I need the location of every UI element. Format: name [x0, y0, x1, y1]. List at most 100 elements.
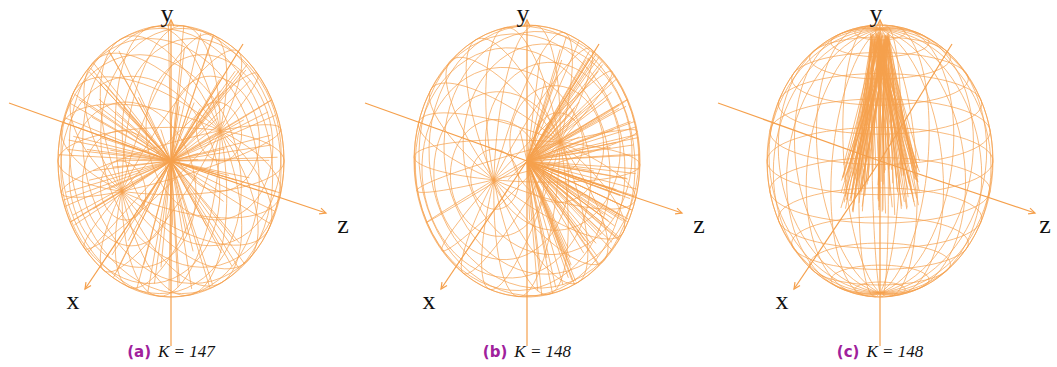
mesh-line	[171, 157, 278, 161]
axis-arrowhead	[794, 282, 800, 289]
mesh-line	[527, 57, 599, 161]
mesh-line	[880, 27, 954, 293]
axis-line	[441, 161, 527, 289]
mesh-line	[527, 161, 608, 221]
mesh-line	[527, 127, 635, 161]
mesh-line	[527, 99, 608, 161]
mesh-line	[527, 111, 581, 161]
axes	[718, 20, 1035, 346]
subfigure-tag: (a)	[127, 343, 151, 361]
mesh-line	[778, 28, 880, 292]
mesh-line	[527, 161, 612, 250]
parameter-value: K = 148	[514, 342, 571, 362]
axes	[365, 20, 682, 346]
mesh-line	[171, 161, 280, 193]
mesh-line	[70, 104, 171, 161]
mesh-line	[171, 161, 232, 266]
mesh-line	[885, 44, 913, 196]
mesh-line	[527, 161, 619, 239]
mesh-line	[527, 161, 628, 222]
mesh-line	[171, 145, 271, 161]
axis-label: y	[870, 1, 883, 27]
mesh-line	[527, 37, 566, 161]
mesh-line	[527, 41, 579, 161]
mesh-line	[88, 161, 171, 253]
axis-line	[527, 44, 599, 161]
mesh-line	[767, 29, 880, 293]
axis-arrowhead	[675, 208, 682, 214]
mesh-line	[527, 121, 631, 161]
subfigure-caption: (b)K = 148	[483, 342, 571, 362]
mesh-line	[844, 42, 875, 165]
mesh-line	[171, 161, 210, 288]
mesh-line	[171, 161, 235, 241]
mesh-line	[148, 161, 171, 292]
axis-label: y	[517, 1, 530, 27]
axis-line	[526, 20, 527, 346]
mesh-line	[97, 105, 171, 161]
mesh-line	[880, 29, 982, 293]
mesh-line	[769, 29, 880, 293]
axes	[9, 20, 326, 346]
axis-arrowhead	[1028, 208, 1035, 214]
mesh-line	[114, 161, 171, 277]
axis-line	[9, 103, 171, 161]
mesh-line	[527, 161, 591, 244]
mesh-line	[527, 104, 619, 161]
mesh-line	[171, 36, 214, 161]
axis-arrowhead	[85, 282, 91, 289]
mesh-line	[527, 161, 552, 293]
axis-line	[880, 161, 1035, 213]
mesh-line	[171, 161, 224, 201]
mesh-line	[880, 29, 987, 293]
parameter-value: K = 148	[866, 342, 923, 362]
axis-line	[794, 161, 880, 289]
mesh-line	[113, 161, 171, 167]
axis-line	[171, 44, 243, 161]
mesh-line	[880, 29, 944, 295]
axis-label: x	[423, 288, 436, 314]
mesh-line	[527, 102, 579, 161]
mesh-line	[856, 39, 888, 188]
mesh-line	[89, 161, 171, 180]
mesh-line	[89, 72, 171, 161]
axis-label: z	[337, 212, 349, 238]
mesh-line	[171, 115, 275, 161]
mesh-line	[99, 99, 171, 161]
mesh-line	[888, 37, 904, 175]
subfigure-caption: (a) K = 147	[127, 342, 215, 362]
mesh-line	[66, 161, 171, 192]
mesh-line	[527, 145, 633, 161]
mesh-line	[171, 36, 213, 161]
mesh-line	[108, 50, 171, 161]
mesh-line	[527, 161, 631, 210]
mesh-line	[883, 45, 884, 210]
mesh-line	[144, 161, 171, 265]
axis-line	[880, 44, 952, 161]
axis-line	[85, 161, 171, 289]
mesh-line	[171, 161, 249, 178]
mesh-line	[880, 29, 991, 293]
axis-line	[879, 20, 880, 346]
mesh-line	[171, 161, 239, 269]
parameter-value: K = 147	[158, 342, 215, 362]
mesh-line	[527, 161, 597, 257]
axis-line	[171, 161, 326, 213]
axis-label: x	[776, 288, 789, 314]
mesh-line	[154, 161, 171, 284]
mesh-line	[885, 42, 920, 191]
axis-label: y	[161, 1, 174, 27]
mesh-line	[414, 34, 625, 297]
axis-arrowhead	[319, 208, 326, 214]
mesh-line	[171, 80, 250, 161]
axis-arrowhead	[441, 282, 447, 289]
axis-line	[527, 161, 682, 213]
mesh-line	[93, 63, 171, 161]
mesh-line	[61, 38, 259, 297]
axis-line	[170, 20, 171, 346]
mesh-line	[73, 161, 171, 215]
subfigure-caption: (c)K = 148	[837, 342, 923, 362]
mesh-line	[171, 161, 270, 223]
mesh-line	[508, 161, 527, 180]
